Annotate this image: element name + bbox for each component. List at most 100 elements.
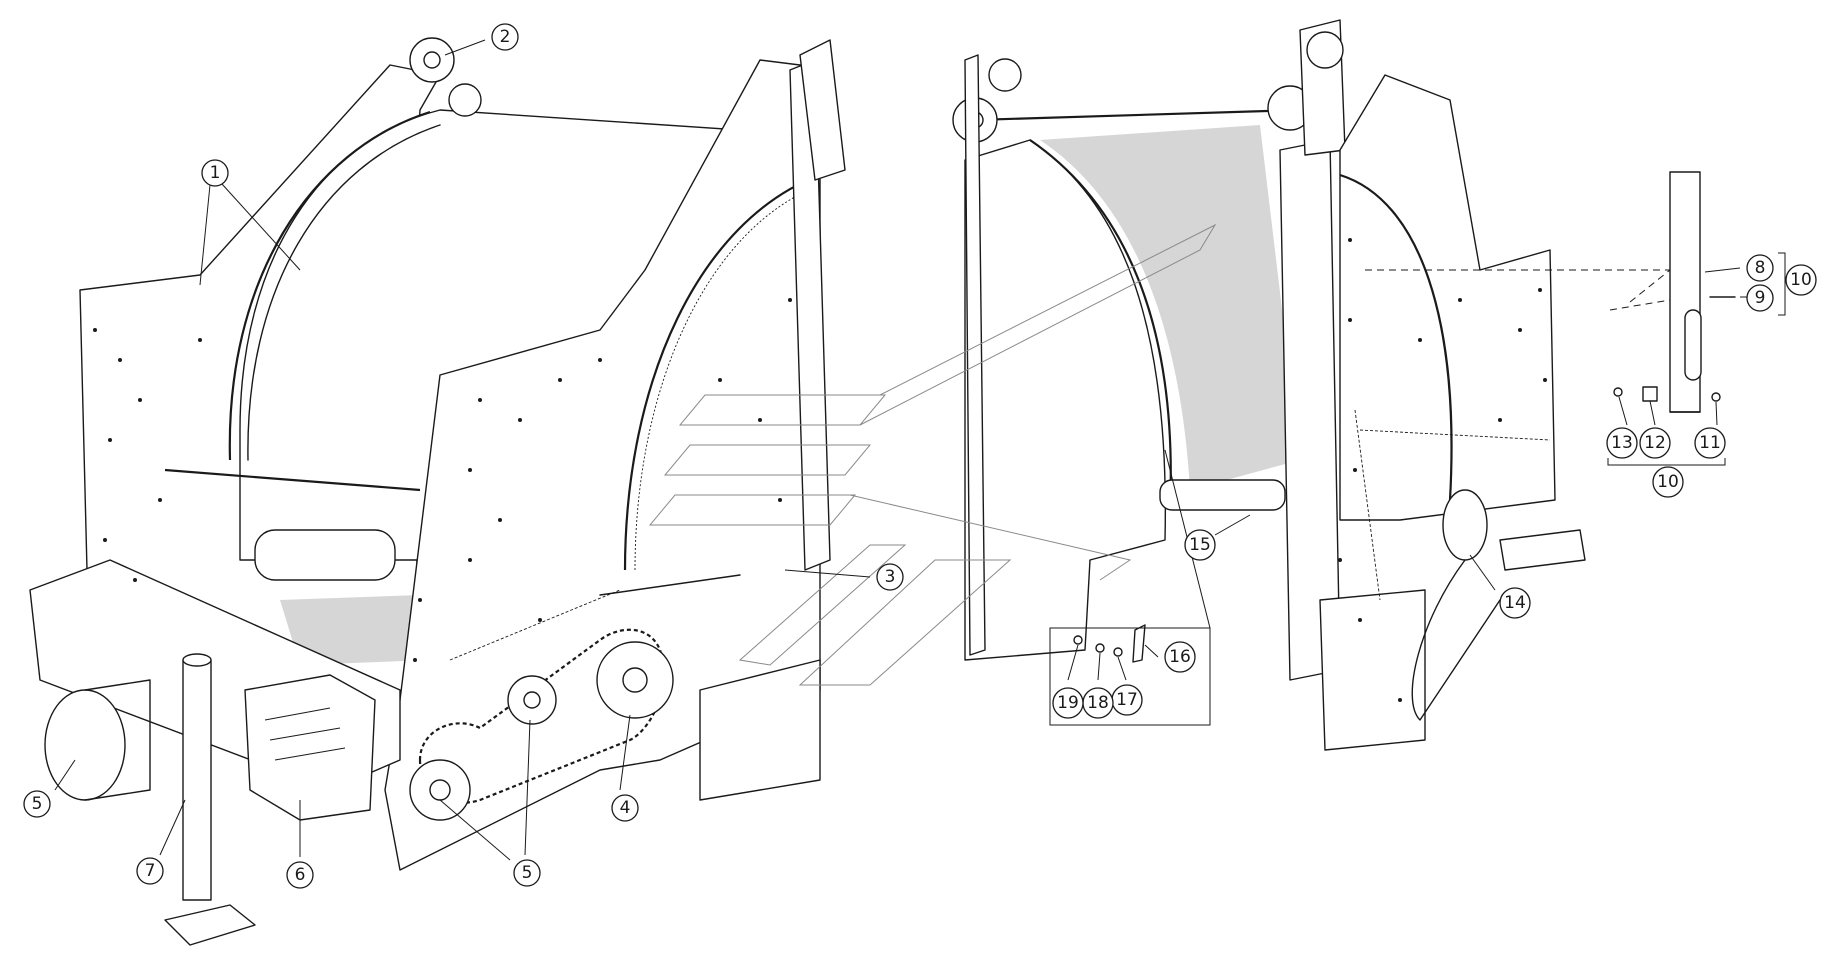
callout-circle xyxy=(201,159,229,187)
sprocket-large-hub xyxy=(622,667,648,693)
detail-pin-loop xyxy=(1684,309,1702,381)
part-16-clip xyxy=(1132,624,1146,663)
callout-number: 1 xyxy=(210,163,221,183)
leader-12 xyxy=(1649,400,1656,426)
callout-circle xyxy=(876,563,904,591)
gear-ring-arc xyxy=(623,173,821,571)
callout-circle xyxy=(1499,587,1531,619)
callout-circle xyxy=(1164,641,1196,673)
leader-2 xyxy=(444,39,486,56)
callout-c3: 3 xyxy=(876,563,904,591)
callout-number: 11 xyxy=(1699,433,1721,453)
mounting-hole xyxy=(1348,318,1352,322)
mounting-hole xyxy=(1498,418,1502,422)
mounting-hole xyxy=(718,378,722,382)
leader-3 xyxy=(784,569,871,578)
mounting-hole xyxy=(158,498,162,502)
callout-number: 4 xyxy=(620,798,631,818)
callout-circle xyxy=(1746,284,1774,312)
callout-number: 9 xyxy=(1755,288,1766,308)
leader-4 xyxy=(619,714,631,791)
callout-number: 17 xyxy=(1116,690,1138,710)
callout-number: 10 xyxy=(1657,472,1679,492)
callout-c6: 6 xyxy=(286,861,314,889)
callout-number: 12 xyxy=(1644,433,1666,453)
mounting-hole xyxy=(1418,338,1422,342)
detail-box xyxy=(1049,627,1211,726)
mounting-hole xyxy=(538,618,542,622)
drum-arc-inner xyxy=(247,124,441,461)
floor-shading xyxy=(280,595,430,665)
mounting-hole xyxy=(418,598,422,602)
part-17-nut xyxy=(1113,647,1123,657)
leader-11 xyxy=(1715,401,1718,426)
callout-c13: 13 xyxy=(1606,427,1638,459)
leader-5a xyxy=(54,759,76,791)
jack-foot xyxy=(164,904,256,946)
bracket-10-right xyxy=(1778,252,1786,316)
leader-15 xyxy=(1214,514,1251,536)
callout-c19: 19 xyxy=(1052,687,1084,719)
lower-roller xyxy=(254,529,396,581)
part-19-pin xyxy=(1073,635,1083,645)
callout-c2: 2 xyxy=(491,23,519,51)
watermark-stroke-4 xyxy=(738,544,907,666)
mounting-hole xyxy=(1348,238,1352,242)
mounting-hole xyxy=(103,538,107,542)
callout-c5b: 5 xyxy=(513,859,541,887)
leader-1b xyxy=(221,183,301,271)
watermark-slash-1 xyxy=(859,223,1217,426)
callout-number: 18 xyxy=(1087,693,1109,713)
leader-1a xyxy=(199,184,211,286)
callout-c18: 18 xyxy=(1082,687,1114,719)
callout-circle xyxy=(1652,466,1684,498)
mounting-hole xyxy=(138,398,142,402)
callout-circle xyxy=(23,790,51,818)
leader-13 xyxy=(1618,396,1628,426)
callout-circle xyxy=(1184,529,1216,561)
detail-bolt-head xyxy=(1613,387,1623,397)
watermark-bar-3 xyxy=(648,494,857,526)
top-roller-wheel xyxy=(448,83,482,117)
callout-circle xyxy=(1052,687,1084,719)
cylinder-body xyxy=(84,679,151,801)
sprocket-lower-hub xyxy=(429,779,451,801)
callout-c10b: 10 xyxy=(1652,466,1684,498)
mounting-hole xyxy=(518,418,522,422)
callout-number: 7 xyxy=(145,861,156,881)
right-small-wheel xyxy=(988,58,1022,92)
callout-circle xyxy=(491,23,519,51)
callout-c9: 9 xyxy=(1746,284,1774,312)
top-pulley-hub xyxy=(423,51,441,69)
callout-number: 6 xyxy=(295,865,306,885)
leader-5b-2 xyxy=(524,719,531,856)
mounting-hole xyxy=(1518,328,1522,332)
mounting-hole xyxy=(598,358,602,362)
mount-plate xyxy=(699,659,821,801)
bed-roller xyxy=(1159,479,1286,511)
leader-17 xyxy=(1117,656,1127,681)
mounting-holes xyxy=(93,238,1547,702)
watermark-logo xyxy=(648,223,1217,686)
drum-arc-outer xyxy=(228,110,431,461)
mounting-hole xyxy=(468,468,472,472)
callout-number: 3 xyxy=(885,567,896,587)
leader-16 xyxy=(1144,644,1159,658)
detail-nut xyxy=(1711,392,1721,402)
right-side-wall xyxy=(1339,74,1556,521)
mounting-hole xyxy=(118,358,122,362)
callout-c16: 16 xyxy=(1164,641,1196,673)
right-mount-plate xyxy=(1319,589,1426,751)
bracket-10-bottom xyxy=(1607,458,1726,466)
belt-loop xyxy=(1411,559,1501,721)
mounting-hole xyxy=(758,418,762,422)
mounting-hole xyxy=(1358,618,1362,622)
top-lever xyxy=(799,39,846,181)
callout-circle xyxy=(513,859,541,887)
callout-c12: 12 xyxy=(1639,427,1671,459)
callout-c8: 8 xyxy=(1746,254,1774,282)
callout-c15: 15 xyxy=(1184,529,1216,561)
mounting-hole xyxy=(1398,698,1402,702)
